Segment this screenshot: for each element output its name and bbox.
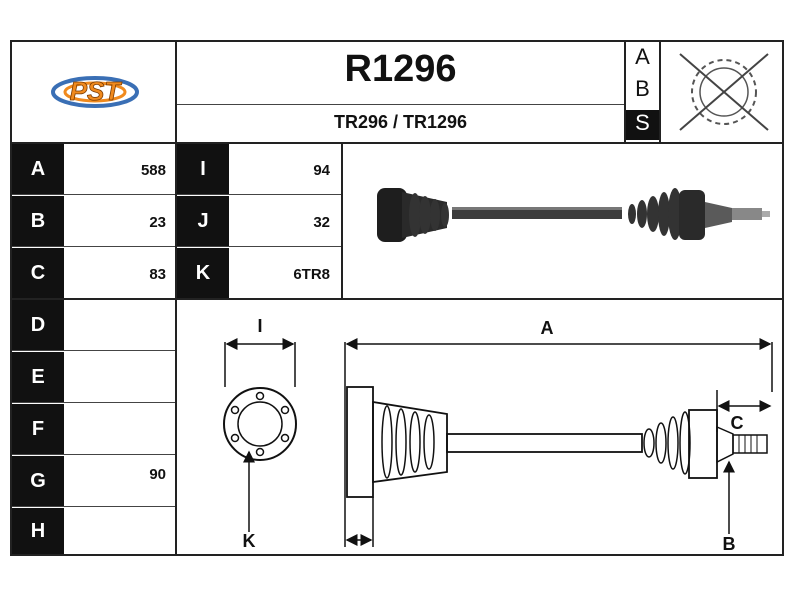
abs-ring-crossed-icon <box>672 48 776 136</box>
spec-value-g: 90 <box>149 466 166 483</box>
divider <box>12 142 782 144</box>
spec-label-e: E <box>12 352 64 402</box>
divider <box>12 402 175 403</box>
spec-value-j: 32 <box>313 214 330 231</box>
divider <box>624 42 626 142</box>
dim-label-c: C <box>731 413 744 433</box>
spec-value-a: 588 <box>140 162 166 179</box>
divider <box>12 454 175 455</box>
technical-drawing: I K A <box>177 302 782 571</box>
dim-label-b: B <box>723 534 736 554</box>
spec-label-i: I <box>177 144 229 194</box>
spec-label-j: J <box>177 196 229 246</box>
divider <box>12 246 175 247</box>
divider <box>175 142 177 554</box>
reference-numbers: TR296 / TR1296 <box>333 112 468 132</box>
spec-label-g: G <box>12 456 64 506</box>
divider <box>177 104 624 105</box>
spec-label-b: B <box>12 196 64 246</box>
divider <box>12 194 175 195</box>
spec-sheet: PST R1296 TR296 / TR1296 A B S A 588 B 2… <box>10 40 784 571</box>
svg-text:PST: PST <box>70 76 123 106</box>
divider <box>659 42 661 142</box>
divider <box>341 142 343 298</box>
brand-logo: PST <box>40 60 150 120</box>
divider <box>177 194 341 195</box>
divider <box>177 246 341 247</box>
spec-label-c: C <box>12 248 64 298</box>
spec-label-h: H <box>12 508 64 554</box>
spec-value-b: 23 <box>149 214 166 231</box>
spec-label-d: D <box>12 300 64 350</box>
dim-label-j: J <box>350 551 360 554</box>
spec-label-k: K <box>177 248 229 298</box>
divider <box>12 506 175 507</box>
abs-letter-a: A <box>635 44 650 69</box>
dim-label-a: A <box>541 318 554 338</box>
spec-label-f: F <box>12 404 64 454</box>
spec-label-a: A <box>12 144 64 194</box>
abs-letter-b: B <box>635 76 650 101</box>
spec-value-k: 6TR8 <box>293 266 330 283</box>
divider <box>12 298 782 300</box>
divider <box>12 350 175 351</box>
spec-value-c: 83 <box>149 266 166 283</box>
dim-label-k: K <box>243 531 256 551</box>
dim-label-i: I <box>257 316 262 336</box>
divider <box>175 42 177 142</box>
driveshaft-photo <box>357 162 777 272</box>
part-number: R1296 <box>344 48 457 90</box>
abs-letter-s: S <box>626 110 659 140</box>
spec-value-i: 94 <box>313 162 330 179</box>
